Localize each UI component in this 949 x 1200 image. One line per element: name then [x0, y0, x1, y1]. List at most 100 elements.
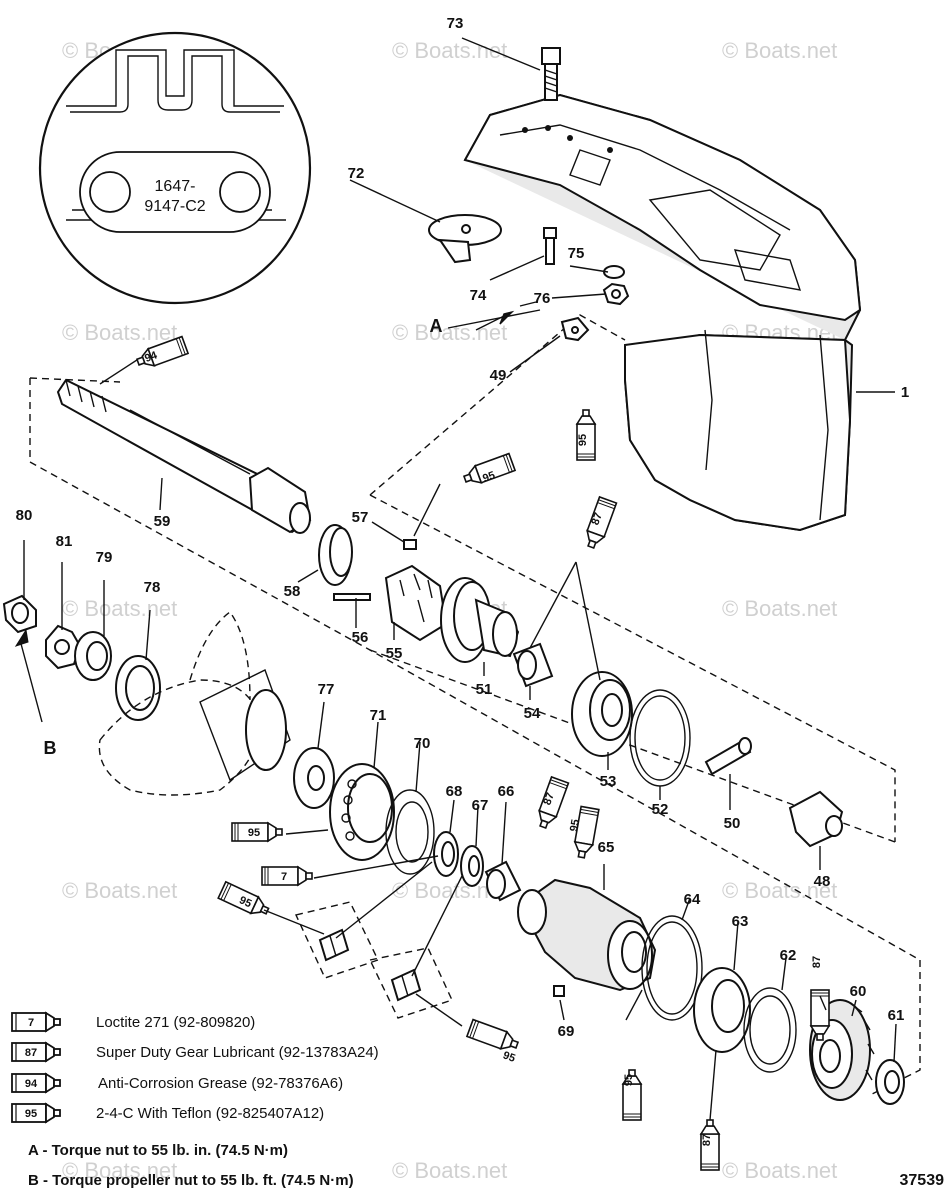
- label-69: 69: [558, 1023, 575, 1040]
- gear-thrust-washer: [875, 1059, 905, 1105]
- clutch: [384, 564, 448, 642]
- label-68: 68: [446, 783, 463, 800]
- label-81: 81: [56, 533, 73, 550]
- thrust-washer: [293, 747, 335, 809]
- needle-bearing: [512, 642, 554, 688]
- diagram-number: 37539: [900, 1172, 945, 1189]
- carrier-key: [553, 985, 565, 997]
- clip: [560, 316, 590, 342]
- watermark: © Boats.net: [722, 1158, 837, 1183]
- watermark: © Boats.net: [392, 1158, 507, 1183]
- legend-code: 7: [28, 1017, 34, 1029]
- propeller: [98, 611, 291, 796]
- label-60: 60: [850, 983, 867, 1000]
- label-79: 79: [96, 549, 113, 566]
- legend-text: Super Duty Gear Lubricant (92-13783A24): [96, 1044, 379, 1061]
- assembly-outlines: [29, 314, 921, 1096]
- watermark: © Boats.net: [722, 38, 837, 63]
- note-b: B - Torque propeller nut to 55 lb. ft. (…: [28, 1172, 354, 1189]
- anode-plate: [428, 214, 502, 264]
- tube-label: 95: [623, 1074, 635, 1086]
- legend-item: 7 Loctite 271 (92-809820): [11, 1012, 255, 1032]
- label-72: 72: [348, 165, 365, 182]
- label-63: 63: [732, 913, 749, 930]
- carrier-needle-bearing: [484, 860, 522, 902]
- tube-label: 7: [281, 871, 287, 883]
- legend-code: 95: [25, 1108, 37, 1120]
- label-54: 54: [524, 705, 541, 722]
- label-76: 76: [534, 290, 551, 307]
- label-65: 65: [598, 839, 615, 856]
- shim: [743, 987, 797, 1073]
- tube-label: 87: [811, 956, 823, 968]
- label-74: 74: [470, 287, 487, 304]
- spacer: [74, 631, 112, 681]
- part-labels: 73 72 75 74 76 A 49 1 59 57 58 56 55 51 …: [16, 15, 910, 1040]
- label-49: 49: [490, 367, 507, 384]
- tapered-bearing: [571, 671, 633, 757]
- bearing-race: [318, 524, 353, 586]
- label-66: 66: [498, 783, 515, 800]
- label-61: 61: [888, 1007, 905, 1024]
- shift-cam: [788, 790, 844, 848]
- cam-follower: [704, 737, 752, 776]
- pin: [333, 593, 371, 601]
- callout-a: A: [430, 316, 443, 336]
- washer-and-nut: [602, 265, 630, 306]
- legend-item: 87 Super Duty Gear Lubricant (92-13783A2…: [11, 1042, 379, 1062]
- tube-label: 95: [568, 818, 582, 832]
- note-a: A - Torque nut to 55 lb. in. (74.5 N·m): [28, 1142, 288, 1159]
- label-75: 75: [568, 245, 585, 262]
- retainer-ring: [385, 789, 435, 875]
- lubricant-tubes: 94 95 95 87 87 95 95 7 95 95 95 87 87: [134, 335, 830, 1171]
- label-73: 73: [447, 15, 464, 32]
- o-ring: [629, 689, 691, 787]
- legend-code: 94: [25, 1078, 38, 1090]
- label-62: 62: [780, 947, 797, 964]
- label-48: 48: [814, 873, 831, 890]
- carrier-o-ring: [641, 915, 703, 1021]
- screw: [543, 227, 557, 265]
- legend-text: 2-4-C With Teflon (92-825407A12): [96, 1105, 324, 1122]
- legend-text: Loctite 271 (92-809820): [96, 1014, 255, 1031]
- tube-label: 95: [248, 827, 260, 839]
- label-58: 58: [284, 583, 301, 600]
- forward-gear: [440, 577, 520, 663]
- label-53: 53: [600, 773, 617, 790]
- tube-label: 95: [237, 894, 253, 910]
- label-56: 56: [352, 629, 369, 646]
- watermark: © Boats.net: [392, 38, 507, 63]
- label-51: 51: [476, 681, 493, 698]
- tube-label: 87: [541, 791, 556, 807]
- label-52: 52: [652, 801, 669, 818]
- label-55: 55: [386, 645, 403, 662]
- callout-b: B: [44, 738, 57, 758]
- watermark: © Boats.net: [62, 878, 177, 903]
- thrust-hub: [115, 655, 161, 721]
- label-1: 1: [901, 384, 909, 401]
- watermark: © Boats.net: [62, 1158, 177, 1183]
- label-80: 80: [16, 507, 33, 524]
- tube-label: 95: [481, 469, 497, 484]
- tube-label: 87: [589, 511, 604, 527]
- watermark: © Boats.net: [722, 596, 837, 621]
- key: [403, 539, 417, 550]
- label-78: 78: [144, 579, 161, 596]
- tube-label: 87: [701, 1134, 713, 1146]
- bolt: [541, 47, 561, 101]
- bearing-carrier: [517, 878, 657, 992]
- oil-seal-inner: [460, 845, 484, 887]
- inset-part-number-line1: 1647-: [155, 178, 196, 195]
- label-50: 50: [724, 815, 741, 832]
- carrier-bearing: [693, 967, 751, 1053]
- leader-lines: [19, 37, 897, 1063]
- inset-detail: 1647- 9147-C2: [38, 31, 312, 305]
- propeller-nut: [2, 594, 37, 634]
- label-59: 59: [154, 513, 171, 530]
- label-77: 77: [318, 681, 335, 698]
- tube-label: 95: [501, 1049, 517, 1064]
- gear-housing: [463, 93, 862, 532]
- label-71: 71: [370, 707, 387, 724]
- label-70: 70: [414, 735, 431, 752]
